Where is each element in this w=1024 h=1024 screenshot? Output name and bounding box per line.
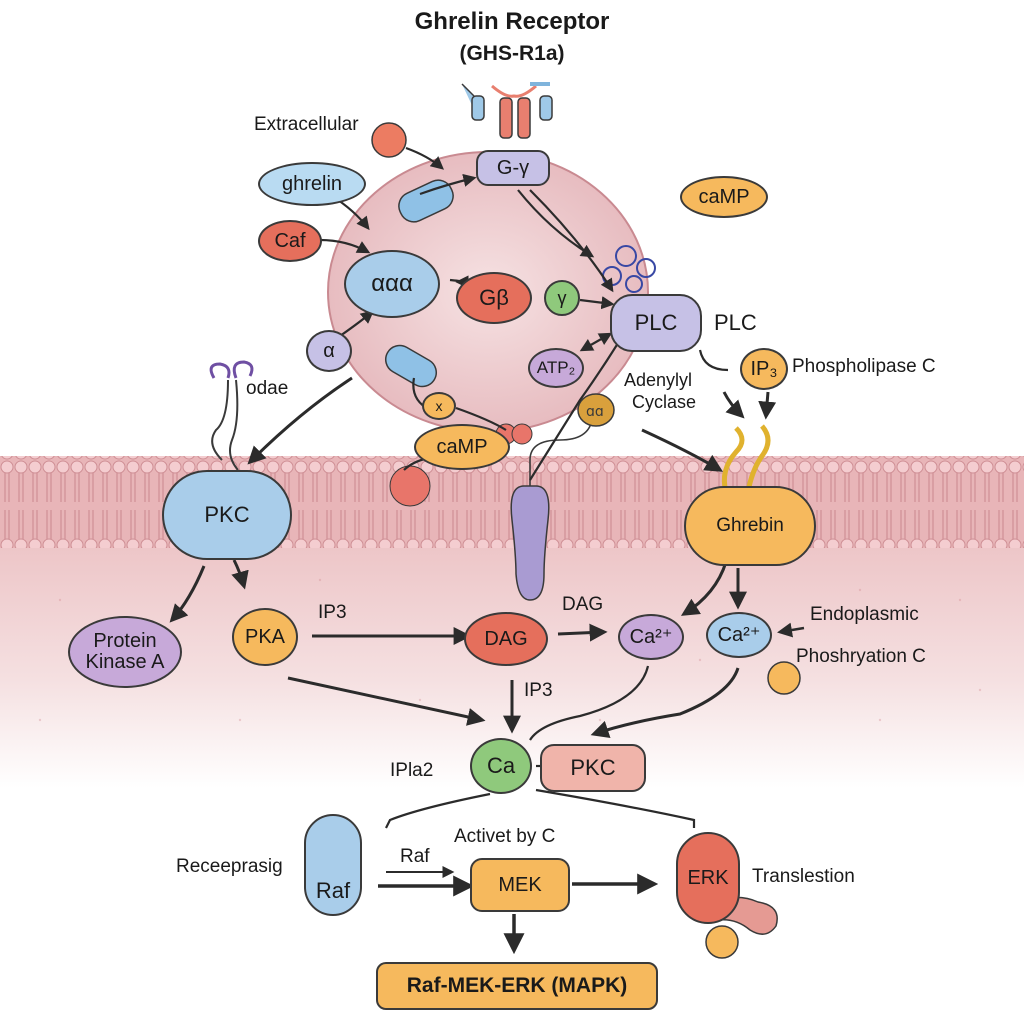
mapk-box: Raf-MEK-ERK (MAPK) (376, 962, 658, 1010)
receeprasig-label: Receeprasig (176, 856, 283, 877)
plc-node: PLC (610, 294, 702, 352)
ipla2-label: IPla2 (390, 760, 434, 781)
adenylyl-label: Adenylyl (624, 370, 693, 390)
diagram-subtitle: (GHS-R1a) (459, 42, 565, 65)
ip3-receptor-icon (721, 424, 771, 493)
pkc-tether-icon (211, 379, 239, 471)
adenylyl-cyclase-icon (577, 393, 615, 427)
activet-label: Activet by C (454, 826, 556, 847)
pkc-membrane-node: PKC (162, 470, 292, 560)
bead-2 (511, 423, 533, 445)
erk-node: ERK (676, 832, 740, 924)
protein-kinase-a-line2: Kinase A (85, 651, 165, 673)
blue-tube-upper (398, 179, 454, 223)
mek-node: MEK (470, 858, 570, 912)
alpha-alpha-alpha-node: ααα (344, 250, 440, 318)
plc-side-label: PLC (714, 310, 757, 335)
g-beta-node: Gβ (456, 272, 532, 324)
phosphate-dot (767, 661, 801, 695)
extracellular-label: Extracellular (254, 114, 359, 135)
ca-node: Ca (470, 738, 532, 794)
dag-node: DAG (464, 612, 548, 666)
ip3-down-label: IP3 (524, 680, 553, 701)
small-x-node: x (422, 392, 456, 420)
g-gamma-node: G-γ (476, 150, 550, 186)
erk-dot (705, 925, 739, 959)
protein-kinase-a-node: Protein Kinase A (68, 616, 182, 688)
diagram-title: Ghrelin Receptor (414, 8, 610, 35)
caf-node: Caf (258, 220, 322, 262)
cyclase-label: Cyclase (632, 392, 697, 412)
odae-molecule-icon (209, 360, 254, 379)
adenylyl-cyclase-glyph: ɑɑ (586, 404, 604, 420)
extracellular-ligand (371, 122, 407, 158)
ca2-right-node: Ca²⁺ (706, 612, 772, 658)
raf-arrow-label: Raf (400, 846, 430, 867)
bead-3 (389, 465, 431, 507)
gamma-node: γ (544, 280, 580, 316)
blue-tube-lower (384, 344, 438, 388)
endoplasmic-label: Endoplasmic (810, 604, 919, 625)
alpha-node: α (306, 330, 352, 372)
pka-node: PKA (232, 608, 298, 666)
raf-node: Raf (304, 814, 362, 916)
ca2-left-node: Ca²⁺ (618, 614, 684, 660)
pkc-bottom-node: PKC (540, 744, 646, 792)
ip3-node: IP₃ (740, 348, 788, 390)
camp-mid-node: caMP (414, 424, 510, 470)
ghrelin-node: ghrelin (258, 162, 366, 206)
phosphorylation-label: Phoshryation C (796, 646, 926, 667)
protein-kinase-a-line1: Protein (93, 630, 157, 652)
odae-label: odae (246, 378, 289, 399)
adenylyl-cyclase-tether (529, 419, 593, 486)
translestion-label: Translestion (752, 866, 855, 887)
phospholipase-c-label: Phospholipase C (792, 356, 936, 377)
transmembrane-protein (510, 485, 550, 601)
dag-top-label: DAG (562, 594, 604, 615)
atp2-node: ATP₂ (528, 348, 584, 388)
camp-top-node: caMP (680, 176, 768, 218)
ghrelin-receptor-icon (461, 82, 553, 139)
ip3-arrow-label: IP3 (318, 602, 347, 623)
ghrebin-node: Ghrebin (684, 486, 816, 566)
